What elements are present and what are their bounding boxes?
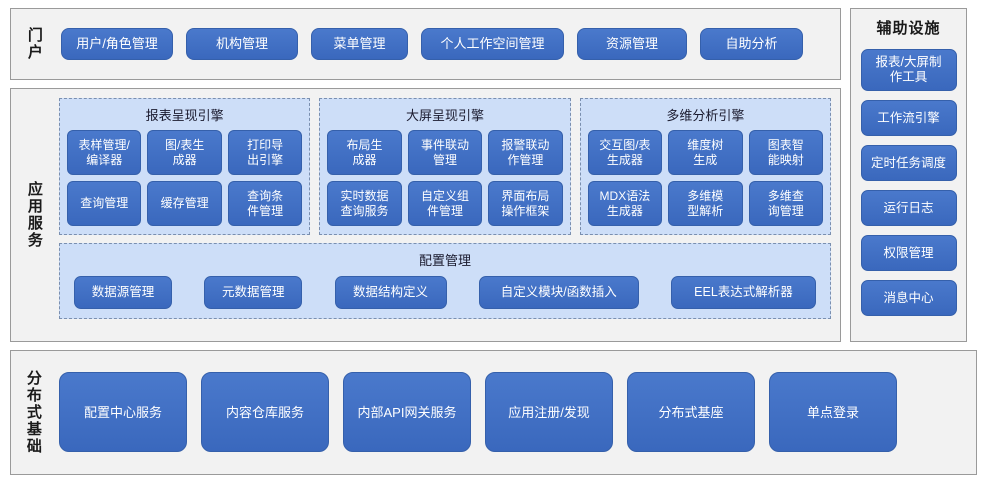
report-item-print-export-engine[interactable]: 打印导 出引擎 (227, 130, 303, 175)
config-item-datasource-management[interactable]: 数据源管理 (74, 276, 172, 309)
report-rendering-engine-grid: 表样管理/ 编译器 图/表生 成器 打印导 出引擎 查询管理 缓存管理 查询条 … (67, 130, 303, 226)
report-item-template-management-compiler[interactable]: 表样管理/ 编译器 (67, 130, 142, 175)
aux-item-runtime-log[interactable]: 运行日志 (860, 190, 957, 226)
portal-section-label: 门户 (25, 27, 43, 61)
left-stack: 门户 用户/角色管理 机构管理 菜单管理 个人工作空间管理 资源管理 自助分析 … (10, 8, 841, 342)
screen-item-layout-generator[interactable]: 布局生 成器 (327, 130, 402, 175)
large-screen-rendering-engine-group: 大屏呈现引擎 布局生 成器 事件联动 管理 报警联动 作管理 实时数据 查询服务… (319, 98, 571, 235)
application-service-section: 应用服务 报表呈现引擎 表样管理/ 编译器 图/表生 成器 打印导 出引擎 查询… (10, 88, 841, 342)
config-item-eel-expression-parser[interactable]: EEL表达式解析器 (671, 276, 816, 309)
olap-item-dimension-tree-generation[interactable]: 维度树 生成 (668, 130, 743, 175)
aux-item-message-center[interactable]: 消息中心 (860, 280, 957, 316)
application-service-body: 报表呈现引擎 表样管理/ 编译器 图/表生 成器 打印导 出引擎 查询管理 缓存… (57, 89, 840, 341)
report-item-query-management[interactable]: 查询管理 (67, 181, 142, 226)
portal-item-organization-management[interactable]: 机构管理 (186, 28, 298, 60)
aux-item-permission-management[interactable]: 权限管理 (860, 235, 957, 271)
large-screen-rendering-engine-grid: 布局生 成器 事件联动 管理 报警联动 作管理 实时数据 查询服务 自定义组 件… (327, 130, 563, 226)
config-item-custom-module-function-insertion[interactable]: 自定义模块/函数插入 (478, 276, 639, 309)
portal-item-personal-workspace-management[interactable]: 个人工作空间管理 (421, 28, 564, 60)
olap-item-chart-intelligent-mapping[interactable]: 图表智 能映射 (748, 130, 823, 175)
distributed-infrastructure-section-label: 分布式基础 (24, 369, 42, 455)
application-service-section-label: 应用服务 (25, 180, 43, 249)
infra-item-content-repository-service[interactable]: 内容仓库服务 (201, 372, 329, 453)
report-rendering-engine-group: 报表呈现引擎 表样管理/ 编译器 图/表生 成器 打印导 出引擎 查询管理 缓存… (59, 98, 311, 235)
infra-item-distributed-base[interactable]: 分布式基座 (627, 372, 755, 453)
configuration-management-row: 数据源管理 元数据管理 数据结构定义 自定义模块/函数插入 EEL表达式解析器 (67, 276, 823, 309)
infra-item-single-sign-on[interactable]: 单点登录 (769, 372, 897, 453)
olap-item-interactive-chart-table-generator[interactable]: 交互图/表 生成器 (587, 130, 663, 175)
infra-item-internal-api-gateway-service[interactable]: 内部API网关服务 (343, 372, 471, 453)
auxiliary-facilities-section: 辅助设施 报表/大屏制 作工具 工作流引擎 定时任务调度 运行日志 权限管理 消… (850, 8, 967, 342)
infra-item-config-center-service[interactable]: 配置中心服务 (59, 372, 187, 453)
multidimensional-analysis-engine-title: 多维分析引擎 (666, 108, 745, 123)
aux-item-workflow-engine[interactable]: 工作流引擎 (860, 100, 957, 136)
report-rendering-engine-title: 报表呈现引擎 (145, 108, 224, 123)
report-item-query-condition-management[interactable]: 查询条 件管理 (227, 181, 303, 226)
configuration-management-title: 配置管理 (418, 253, 471, 268)
top-area: 门户 用户/角色管理 机构管理 菜单管理 个人工作空间管理 资源管理 自助分析 … (10, 8, 977, 342)
auxiliary-facilities-title: 辅助设施 (876, 20, 941, 37)
multidimensional-analysis-engine-grid: 交互图/表 生成器 维度树 生成 图表智 能映射 MDX语法 生成器 多维模 型… (587, 130, 823, 226)
olap-item-multidimensional-model-parsing[interactable]: 多维模 型解析 (668, 181, 743, 226)
distributed-infrastructure-section: 分布式基础 配置中心服务 内容仓库服务 内部API网关服务 应用注册/发现 分布… (10, 349, 977, 475)
screen-item-event-linkage-management[interactable]: 事件联动 管理 (407, 130, 483, 175)
large-screen-rendering-engine-title: 大屏呈现引擎 (405, 108, 484, 123)
configuration-management-group: 配置管理 数据源管理 元数据管理 数据结构定义 自定义模块/函数插入 EEL表达… (59, 243, 831, 319)
multidimensional-analysis-engine-group: 多维分析引擎 交互图/表 生成器 维度树 生成 图表智 能映射 MDX语法 生成… (579, 98, 831, 235)
aux-item-scheduled-task-scheduling[interactable]: 定时任务调度 (860, 145, 957, 181)
engines-row: 报表呈现引擎 表样管理/ 编译器 图/表生 成器 打印导 出引擎 查询管理 缓存… (59, 98, 831, 235)
config-item-data-structure-definition[interactable]: 数据结构定义 (334, 276, 447, 309)
aux-item-report-screen-authoring-tool[interactable]: 报表/大屏制 作工具 (860, 49, 957, 91)
report-item-cache-management[interactable]: 缓存管理 (147, 181, 222, 226)
portal-button-row: 用户/角色管理 机构管理 菜单管理 个人工作空间管理 资源管理 自助分析 (57, 9, 840, 79)
distributed-infrastructure-button-row: 配置中心服务 内容仓库服务 内部API网关服务 应用注册/发现 分布式基座 单点… (55, 351, 976, 474)
report-item-chart-table-generator[interactable]: 图/表生 成器 (147, 130, 222, 175)
portal-item-menu-management[interactable]: 菜单管理 (311, 28, 408, 60)
config-item-metadata-management[interactable]: 元数据管理 (204, 276, 303, 309)
screen-item-custom-component-management[interactable]: 自定义组 件管理 (407, 181, 483, 226)
portal-section: 门户 用户/角色管理 机构管理 菜单管理 个人工作空间管理 资源管理 自助分析 (10, 8, 841, 80)
olap-item-multidimensional-query-management[interactable]: 多维查 询管理 (748, 181, 823, 226)
screen-item-ui-layout-operation-framework[interactable]: 界面布局 操作框架 (488, 181, 563, 226)
portal-item-resource-management[interactable]: 资源管理 (577, 28, 687, 60)
portal-item-self-service-analysis[interactable]: 自助分析 (700, 28, 803, 60)
portal-item-user-role-management[interactable]: 用户/角色管理 (61, 28, 173, 60)
screen-item-realtime-data-query-service[interactable]: 实时数据 查询服务 (327, 181, 402, 226)
screen-item-alarm-linkage-action-management[interactable]: 报警联动 作管理 (488, 130, 563, 175)
infra-item-application-registration-discovery[interactable]: 应用注册/发现 (485, 372, 613, 453)
olap-item-mdx-syntax-generator[interactable]: MDX语法 生成器 (587, 181, 663, 226)
